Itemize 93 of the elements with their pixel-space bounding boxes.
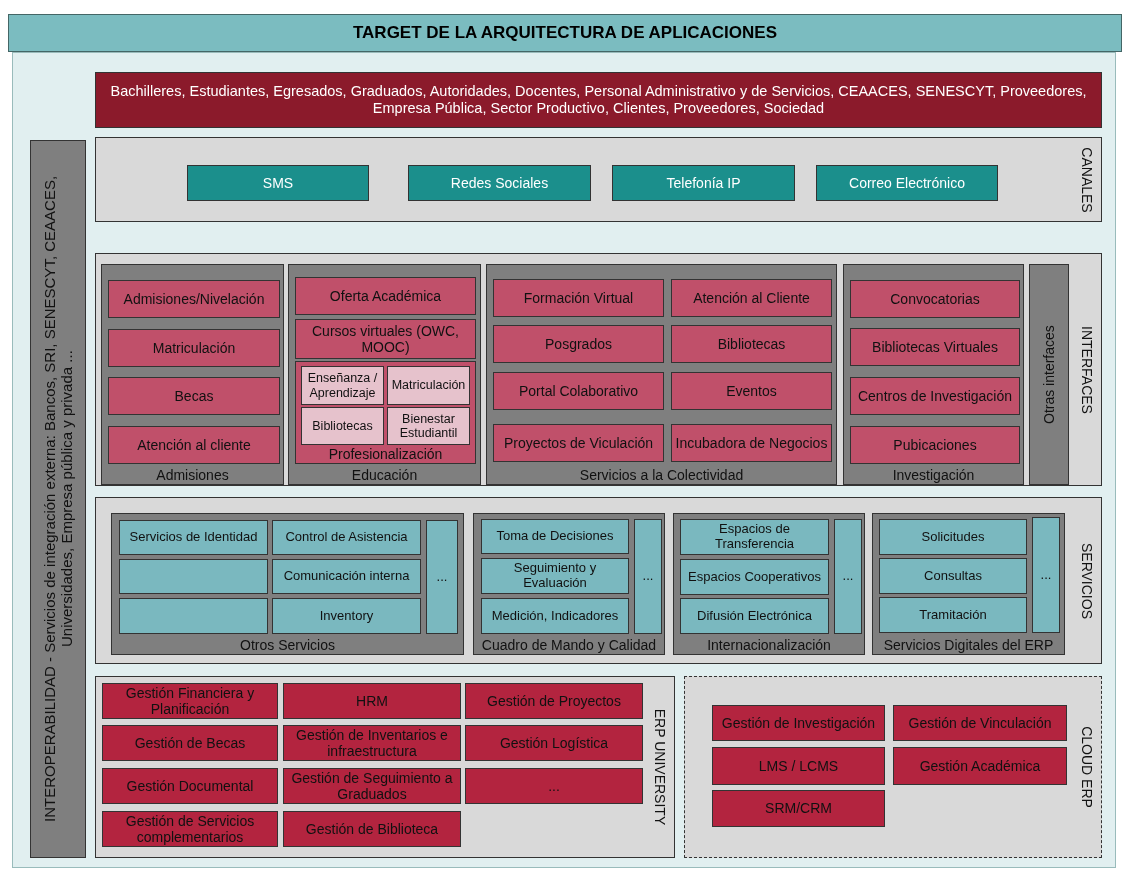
empty-box — [119, 559, 268, 594]
group-panel — [101, 264, 284, 485]
group-panel — [872, 513, 1065, 655]
module-box: Eventos — [671, 372, 832, 410]
group-panel — [295, 361, 476, 464]
group-label: Servicios a la Colectividad — [578, 466, 745, 483]
module-box: Gestión de Seguimiento a Graduados — [283, 768, 461, 804]
service-box: ... — [634, 519, 662, 634]
group-label: Otros Servicios — [239, 636, 336, 653]
group-panel — [486, 264, 837, 485]
module-box: Gestión de Inventarios e infraestructura — [283, 725, 461, 761]
module-box: Matriculación — [387, 366, 470, 405]
module-box: Cursos virtuales (OWC, MOOC) — [295, 319, 476, 359]
layer-label: ERP UNIVERSITY — [651, 708, 668, 826]
group-label: Internacionalización — [706, 636, 832, 653]
module-box: Gestión de Vinculación — [893, 705, 1067, 741]
interoperability-bar: INTEROPERABILIDAD - Servicios de integración externa: Bancos, SRI, SENESCYT, CEAACES, Universidades, Empresa pública y privada ... — [30, 140, 86, 858]
module-box: Proyectos de Viculación — [493, 424, 664, 462]
module-box: Incubadora de Negocios — [671, 424, 832, 462]
service-box: ... — [1032, 517, 1060, 633]
module-box: Gestión Académica — [893, 747, 1067, 785]
module-box: Gestión de Biblioteca — [283, 811, 461, 847]
module-box: Matriculación — [108, 329, 280, 367]
channel-box: Telefonía IP — [612, 165, 795, 201]
service-box: Seguimiento y Evaluación — [481, 558, 629, 594]
channel-box: Correo Electrónico — [816, 165, 998, 201]
layer-panel — [95, 497, 1102, 664]
layer-panel — [95, 137, 1102, 222]
service-box: Toma de Decisiones — [481, 519, 629, 554]
module-box: Gestión de Becas — [102, 725, 278, 761]
layer-label: CANALES — [1078, 146, 1095, 213]
module-box: Pubicaciones — [850, 426, 1020, 464]
layer-panel — [684, 676, 1102, 858]
module-box: Portal Colaborativo — [493, 372, 664, 410]
channel-box: Redes Sociales — [408, 165, 591, 201]
service-box: Espacios Cooperativos — [680, 559, 829, 595]
service-box: Difusión Electrónica — [680, 598, 829, 634]
module-box: Enseñanza / Aprendizaje — [301, 366, 384, 405]
service-box: ... — [426, 520, 458, 634]
group-panel — [473, 513, 665, 655]
group-panel — [673, 513, 865, 655]
title-banner: TARGET DE LA ARQUITECTURA DE APLICACIONES — [8, 14, 1122, 52]
module-box: Gestión Financiera y Planificación — [102, 683, 278, 719]
layer-panel — [95, 253, 1102, 486]
group-panel — [288, 264, 481, 485]
module-box: HRM — [283, 683, 461, 719]
group-label: Servicios Digitales del ERP — [882, 636, 1055, 653]
service-box: Comunicación interna — [272, 559, 421, 594]
layer-label: CLOUD ERP — [1078, 726, 1095, 808]
module-box: Atención al Cliente — [671, 279, 832, 317]
stakeholders-banner: Bachilleres, Estudiantes, Egresados, Graduados, Autoridades, Docentes, Personal Administrativo y de Servicios, CEAACES, SENESCYT, Proveedores, Empresa Pública, Sector Productivo, Clientes, Proveedores, Sociedad — [95, 72, 1102, 128]
module-box: Gestión de Investigación — [712, 705, 885, 741]
module-box: Centros de Investigación — [850, 377, 1020, 415]
module-box: Bibliotecas — [301, 407, 384, 445]
module-box: Oferta Académica — [295, 277, 476, 315]
module-box: ... — [465, 768, 643, 804]
module-box: Gestión de Servicios complementarios — [102, 811, 278, 847]
module-box: Gestión Logística — [465, 725, 643, 761]
module-box: Posgrados — [493, 325, 664, 363]
module-box: Bibliotecas Virtuales — [850, 328, 1020, 366]
group-label: Investigación — [891, 466, 976, 483]
layer-panel — [95, 676, 675, 858]
service-box: Servicios de Identidad — [119, 520, 268, 555]
service-box: Espacios de Transferencia — [680, 519, 829, 555]
module-box: Gestión de Proyectos — [465, 683, 643, 719]
module-box: Gestión Documental — [102, 768, 278, 804]
group-label: Educación — [350, 466, 419, 483]
empty-box — [119, 598, 268, 634]
module-box: Bienestar Estudiantil — [387, 407, 470, 445]
layer-label: SERVICIOS — [1078, 542, 1095, 619]
channel-box: SMS — [187, 165, 369, 201]
service-box: Solicitudes — [879, 519, 1027, 555]
group-panel — [843, 264, 1024, 485]
group-label: Profesionalización — [327, 445, 444, 462]
service-box: Inventory — [272, 598, 421, 634]
group-panel — [111, 513, 464, 655]
module-box: Atención al cliente — [108, 426, 280, 464]
service-box: Consultas — [879, 558, 1027, 594]
module-box: SRM/CRM — [712, 790, 885, 827]
module-box: Bibliotecas — [671, 325, 832, 363]
module-box: Becas — [108, 377, 280, 415]
service-box: Tramitación — [879, 597, 1027, 633]
group-label: Cuadro de Mando y Calidad — [480, 636, 658, 653]
module-box: Admisiones/Nivelación — [108, 280, 280, 318]
service-box: Control de Asistencia — [272, 520, 421, 555]
service-box: ... — [834, 519, 862, 634]
module-box: LMS / LCMS — [712, 747, 885, 785]
layer-label: INTERFACES — [1078, 325, 1095, 414]
group-label: Admisiones — [155, 466, 230, 483]
service-box: Medición, Indicadores — [481, 598, 629, 634]
interface-bar: Otras interfaces — [1029, 264, 1069, 485]
module-box: Formación Virtual — [493, 279, 664, 317]
module-box: Convocatorias — [850, 280, 1020, 318]
